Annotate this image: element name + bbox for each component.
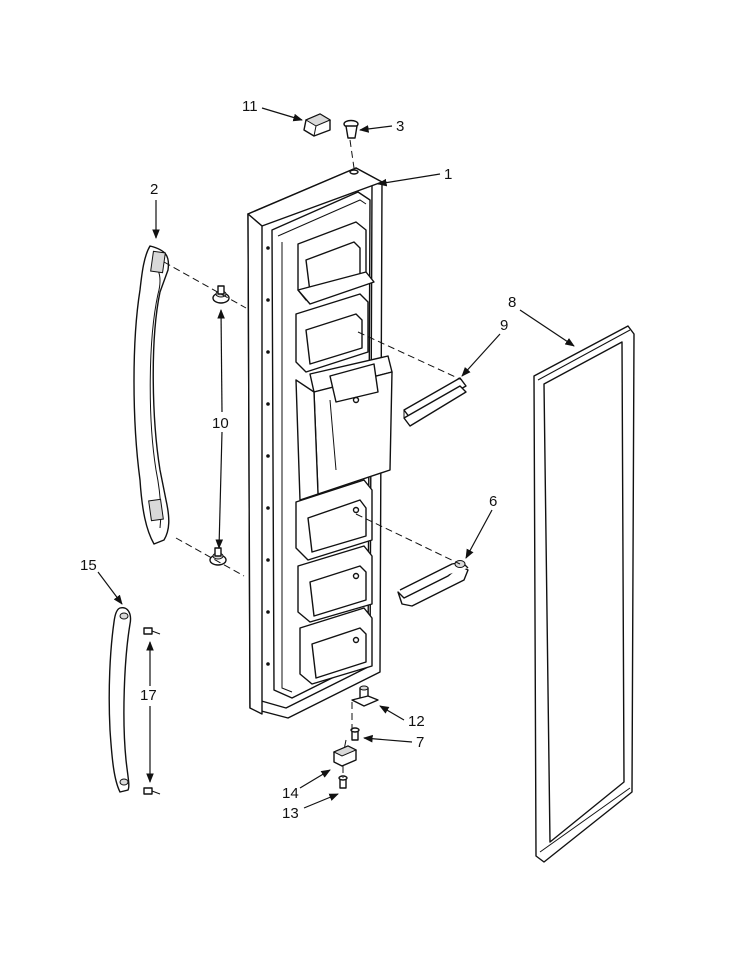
handle-stud-lower bbox=[209, 547, 227, 566]
hinge-screw bbox=[350, 727, 360, 741]
lower-hinge bbox=[351, 685, 379, 707]
callout-1: 1 bbox=[444, 166, 452, 183]
callout-7: 7 bbox=[416, 734, 424, 751]
door-shelf-second bbox=[295, 293, 369, 373]
handle-stud-upper bbox=[212, 285, 230, 304]
assembly-lines bbox=[163, 139, 463, 778]
door-handle bbox=[133, 245, 170, 545]
handle-screw-lower bbox=[143, 787, 161, 795]
callout-13: 13 bbox=[282, 805, 299, 822]
callout-6: 6 bbox=[489, 493, 497, 510]
door-bin bbox=[397, 560, 469, 607]
door-rivets bbox=[266, 246, 270, 666]
callout-11: 11 bbox=[242, 98, 258, 115]
callout-2: 2 bbox=[150, 181, 158, 198]
door-body bbox=[247, 167, 393, 719]
hinge-bracket bbox=[332, 745, 358, 767]
callout-17: 17 bbox=[140, 687, 157, 704]
leader-lines bbox=[97, 107, 575, 809]
callout-15: 15 bbox=[80, 557, 97, 574]
door-gasket bbox=[533, 325, 635, 863]
door-shelf-upper bbox=[297, 221, 375, 305]
callout-12: 12 bbox=[408, 713, 425, 730]
dispenser-housing bbox=[295, 355, 393, 501]
door-shelf-lower-1 bbox=[295, 479, 373, 561]
callout-labels: 1 2 3 6 7 8 9 10 11 12 13 14 15 17 bbox=[80, 98, 516, 822]
handle-screw-upper bbox=[143, 627, 161, 635]
callout-9: 9 bbox=[500, 317, 508, 334]
door-trim-strip bbox=[403, 377, 467, 427]
door-shelf-bottom bbox=[299, 607, 373, 685]
callout-8: 8 bbox=[508, 294, 516, 311]
callout-14: 14 bbox=[282, 785, 299, 802]
hinge-bushing bbox=[343, 119, 359, 139]
lower-handle bbox=[108, 607, 132, 793]
callout-3: 3 bbox=[396, 118, 404, 135]
door-shelf-lower-2 bbox=[297, 545, 373, 623]
top-hinge-cover bbox=[303, 113, 332, 137]
callout-10: 10 bbox=[212, 415, 229, 432]
